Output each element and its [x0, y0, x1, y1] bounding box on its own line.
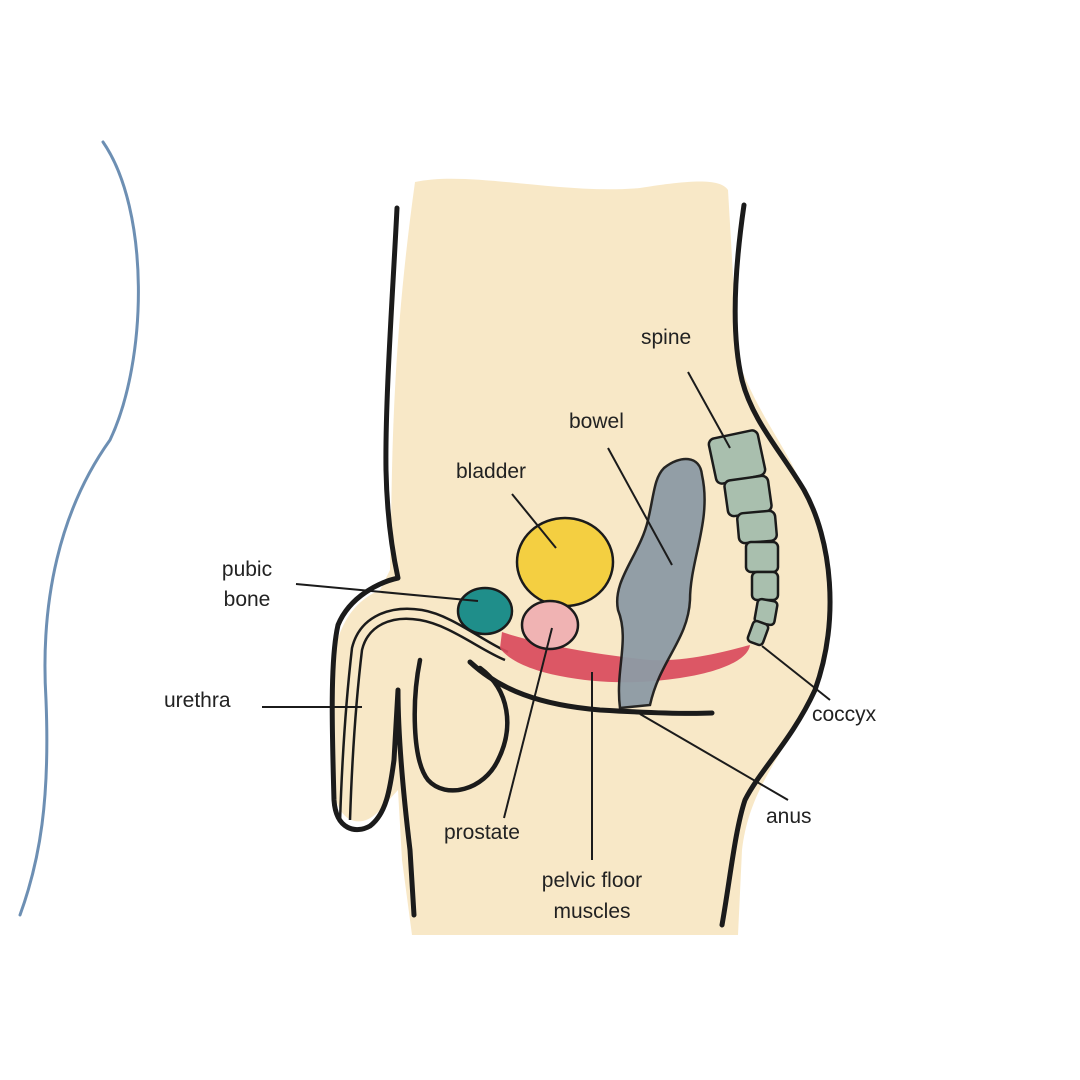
leader-bladder — [511, 493, 557, 549]
leader-prostate — [503, 627, 553, 819]
label-urethra: urethra — [164, 689, 231, 712]
leader-anus — [639, 713, 789, 801]
label-pubic-bone-line1: pubic — [221, 558, 273, 581]
body-outline-right — [719, 202, 833, 928]
perineum-line — [467, 659, 715, 716]
bladder-organ — [517, 518, 613, 606]
vertebra-3 — [736, 509, 778, 545]
urethra-tube — [348, 617, 506, 821]
bowel-organ — [615, 457, 706, 710]
vertebra-4 — [744, 540, 780, 574]
leader-lines — [262, 371, 831, 860]
decorative-side-curve — [18, 140, 140, 917]
label-bladder: bladder — [456, 460, 527, 483]
pubic-bone-outline — [456, 586, 514, 636]
leader-spine — [687, 371, 731, 449]
vertebra-5 — [750, 570, 780, 602]
label-spine: spine — [641, 326, 692, 349]
label-prostate: prostate — [444, 821, 520, 844]
leader-pubic-bone — [295, 583, 479, 602]
label-coccyx: coccyx — [812, 703, 877, 726]
prostate-outline — [520, 599, 580, 651]
vertebra-7 — [746, 619, 770, 647]
urethra-tube-inner — [338, 607, 509, 823]
leader-coccyx — [761, 645, 831, 701]
label-pelvic-floor-line1: pelvic floor — [541, 869, 643, 892]
prostate-organ — [522, 601, 578, 649]
spine-vertebrae — [707, 429, 780, 647]
leader-bowel — [607, 447, 673, 566]
label-bowel: bowel — [569, 410, 624, 433]
scrotum-outline — [412, 657, 510, 793]
label-pelvic-floor-line2: muscles — [553, 900, 631, 923]
pelvic-floor-muscles — [500, 632, 750, 683]
label-pubic-bone-line2: bone — [223, 588, 271, 611]
label-anus: anus — [766, 805, 812, 828]
body-outline-left — [329, 205, 417, 918]
